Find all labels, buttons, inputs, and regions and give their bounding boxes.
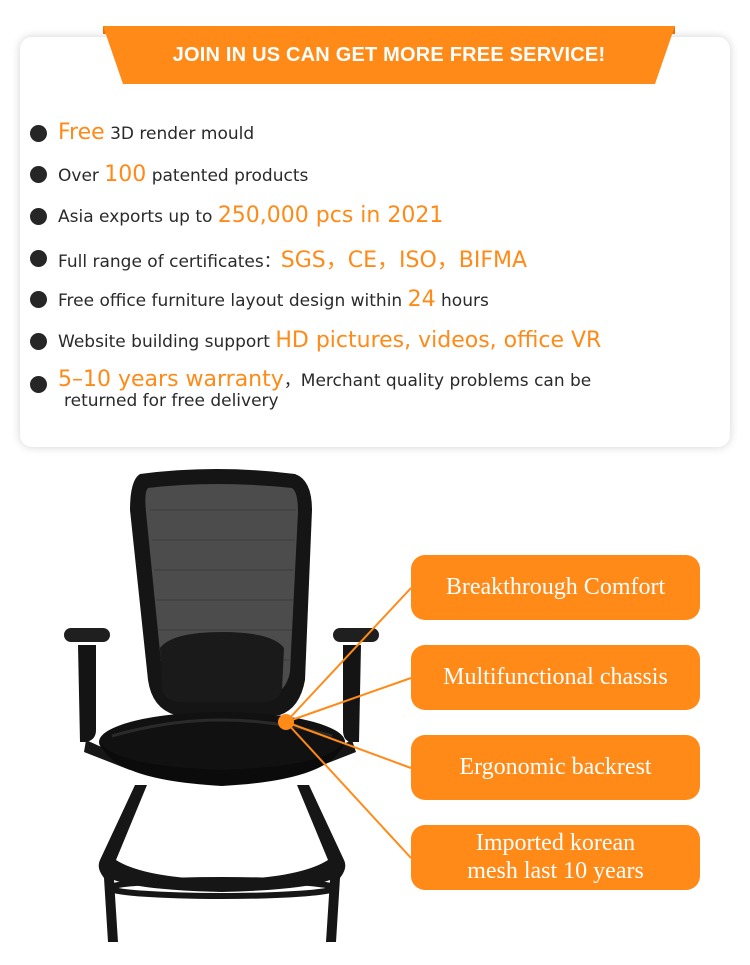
bullet-icon <box>30 124 47 142</box>
feature-text: hours <box>435 290 489 311</box>
feature-text: Asia exports up to <box>58 207 218 228</box>
feature-text: Full range of certificates： <box>58 251 281 272</box>
banner-title: JOIN IN US CAN GET MORE FREE SERVICE! <box>172 43 606 66</box>
bullet-icon <box>30 332 47 350</box>
callout-comfort: Breakthrough Comfort <box>411 555 700 620</box>
features-card <box>20 37 730 447</box>
feature-highlight: 5–10 years warranty <box>58 366 284 392</box>
feature-highlight: Free <box>58 120 105 146</box>
bullet-icon <box>30 249 47 267</box>
feature-list: Free 3D render mould Over 100 patented p… <box>30 112 710 411</box>
callout-backrest: Ergonomic backrest <box>411 735 700 800</box>
list-item: Over 100 patented products <box>30 154 710 196</box>
list-item: 5–10 years warranty，Merchant quality pro… <box>30 362 710 411</box>
feature-highlight: 250,000 pcs in 2021 <box>217 203 444 229</box>
callout-mesh: Imported korean mesh last 10 years <box>411 825 700 890</box>
list-item: Website building support HD pictures, vi… <box>30 320 710 362</box>
feature-text: patented products <box>146 165 309 186</box>
list-item: Free 3D render mould <box>30 112 710 154</box>
feature-highlight: HD pictures, videos, office VR <box>275 328 602 354</box>
feature-text: Over <box>58 165 105 186</box>
feature-highlight: SGS，CE，ISO，BIFMA <box>280 247 528 273</box>
feature-text-continued: returned for free delivery <box>64 390 279 411</box>
feature-highlight: 100 <box>104 161 147 187</box>
feature-text: Website building support <box>58 332 276 353</box>
feature-text: Free office furniture layout design with… <box>58 290 408 311</box>
office-chair-image <box>64 469 412 942</box>
bullet-icon <box>30 207 47 225</box>
list-item: Asia exports up to 250,000 pcs in 2021 <box>30 195 710 237</box>
promo-banner: JOIN IN US CAN GET MORE FREE SERVICE! <box>103 26 675 84</box>
bullet-icon <box>30 166 47 184</box>
feature-highlight: 24 <box>407 286 436 312</box>
callout-chassis: Multifunctional chassis <box>411 645 700 710</box>
list-item: Full range of certificates：SGS，CE，ISO，BI… <box>30 237 710 279</box>
feature-text: ，Merchant quality problems can be <box>283 370 592 391</box>
bullet-icon <box>30 375 47 393</box>
list-item: Free office furniture layout design with… <box>30 278 710 320</box>
feature-text: 3D render mould <box>104 124 255 145</box>
bullet-icon <box>30 291 47 309</box>
